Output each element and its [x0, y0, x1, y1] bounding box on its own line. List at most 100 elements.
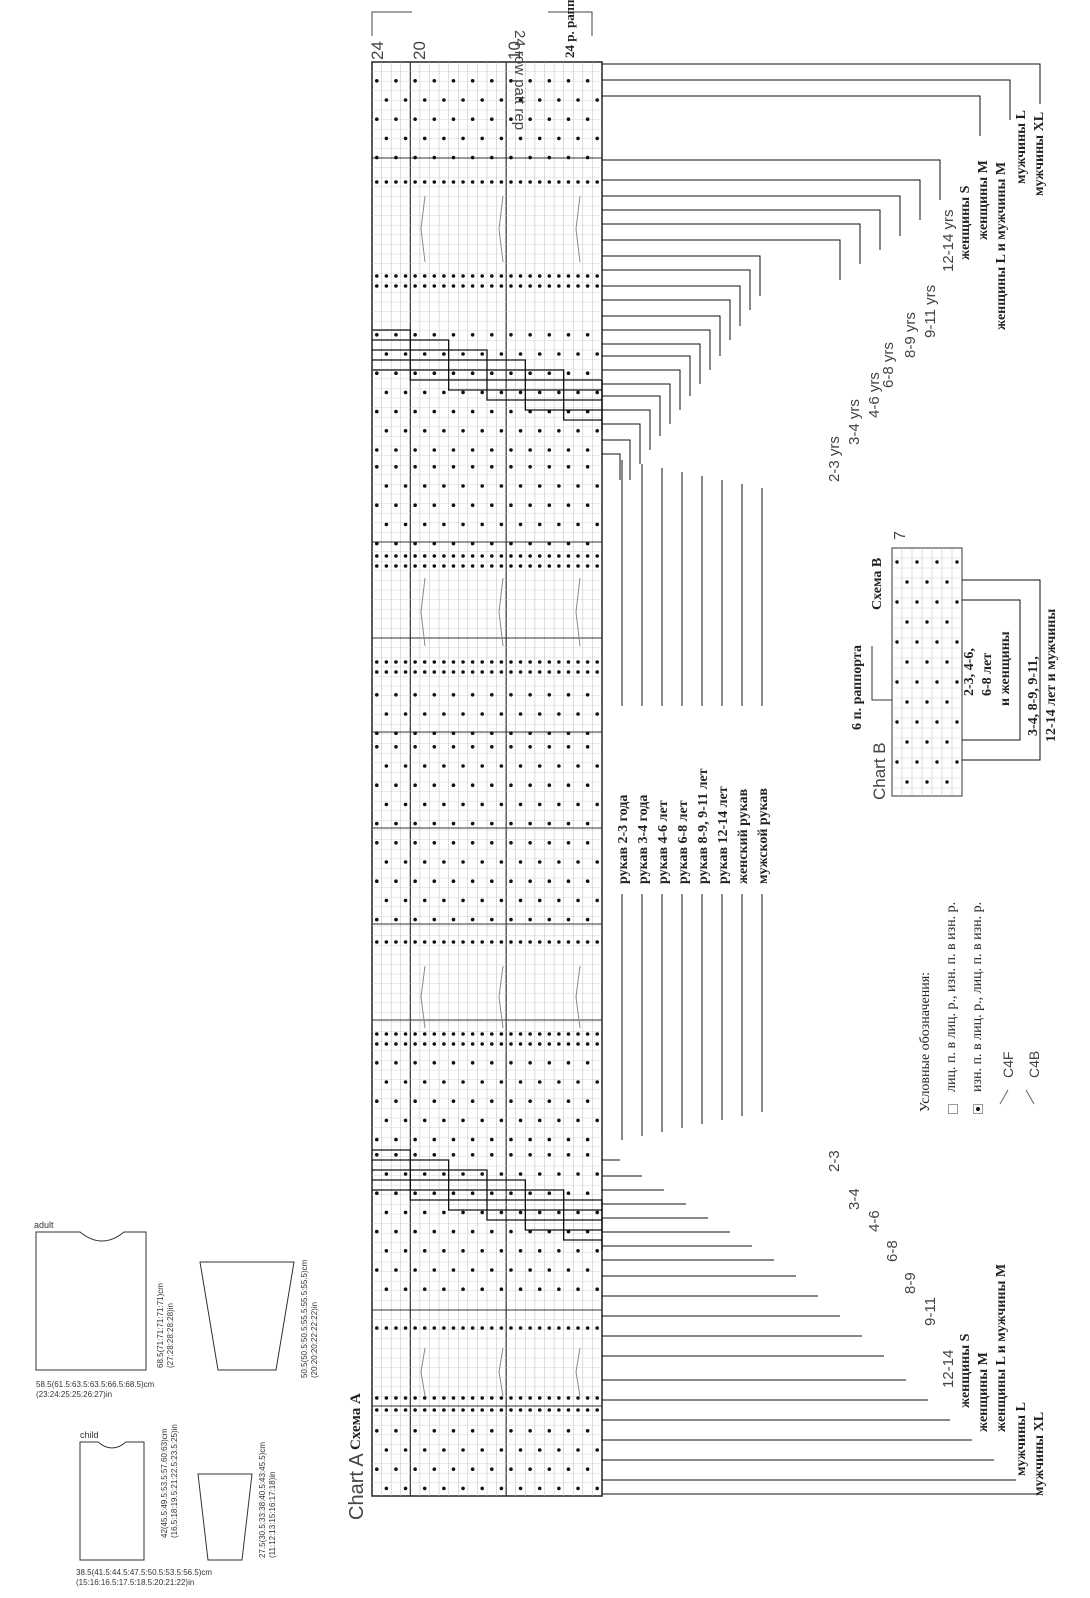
purl-dot	[451, 1467, 456, 1471]
purl-dot	[585, 660, 590, 664]
purl-dot	[374, 1191, 379, 1195]
purl-dot	[509, 541, 513, 546]
purl-dot	[499, 860, 504, 864]
purl-dot	[413, 841, 417, 845]
purl-dot	[403, 670, 408, 674]
purl-dot	[470, 1042, 475, 1046]
purl-dot	[413, 821, 417, 826]
purl-dot	[547, 465, 552, 469]
purl-dot	[547, 274, 552, 278]
purl-dot	[547, 117, 552, 121]
purl-dot	[518, 1032, 523, 1036]
purl-dot	[537, 802, 542, 807]
chart-b-size-group-1: 2-3, 4-6,	[962, 648, 977, 696]
purl-dot	[547, 1042, 552, 1046]
purl-dot	[374, 541, 379, 546]
purl-dot	[470, 1191, 475, 1195]
purl-dot	[518, 940, 523, 944]
purl-dot	[384, 1408, 389, 1412]
purl-dot	[470, 155, 475, 160]
purl-dot	[595, 180, 600, 184]
purl-dot	[480, 136, 485, 141]
purl-dot	[394, 155, 398, 160]
purl-dot	[566, 448, 571, 452]
purl-dot	[585, 333, 590, 337]
purl-dot	[442, 670, 446, 674]
purl-dot	[374, 1042, 379, 1046]
purl-dot	[935, 600, 939, 604]
child-sleeve-schematic	[197, 1473, 253, 1561]
purl-dot	[509, 564, 513, 568]
purl-dot	[480, 274, 485, 278]
purl-dot	[935, 640, 939, 644]
key-item-dot: изн. п. в лиц. р., лиц. п. в изн. р.	[970, 901, 985, 1092]
purl-dot	[499, 284, 504, 288]
purl-dot	[585, 745, 590, 749]
purl-dot	[413, 693, 417, 697]
purl-dot	[413, 1268, 417, 1272]
size-leader-line	[602, 255, 761, 296]
purl-dot	[461, 1118, 465, 1123]
purl-dot	[585, 1229, 590, 1234]
purl-dot	[547, 693, 552, 697]
purl-dot	[566, 731, 571, 735]
key-item-blank: лиц. п. в лиц. р., изн. п. в изн. р.	[944, 901, 959, 1092]
cable-mark	[420, 577, 426, 647]
purl-dot	[451, 821, 456, 826]
purl-dot	[576, 802, 580, 807]
purl-dot	[480, 429, 485, 433]
purl-dot	[470, 333, 475, 337]
purl-dot	[528, 731, 532, 735]
rep-bracket	[371, 11, 412, 36]
purl-dot	[470, 274, 475, 278]
purl-dot	[451, 1408, 456, 1412]
sleeve-legend-item: мужской рукав	[756, 788, 771, 884]
purl-dot	[384, 1042, 389, 1046]
purl-dot	[557, 429, 561, 433]
purl-dot	[499, 1486, 504, 1491]
purl-dot	[470, 1153, 475, 1157]
purl-dot	[403, 554, 408, 558]
purl-dot	[394, 79, 398, 83]
purl-dot	[384, 98, 389, 102]
purl-dot	[509, 1061, 513, 1065]
purl-dot	[470, 448, 475, 452]
purl-dot	[480, 940, 485, 944]
purl-dot	[480, 1042, 485, 1046]
purl-dot	[576, 1408, 580, 1412]
purl-dot	[518, 274, 523, 278]
purl-dot	[557, 1287, 561, 1291]
adult-sleeve-top-in: (20:20:20:22:22:22)in	[310, 1301, 319, 1378]
purl-dot	[595, 860, 600, 864]
purl-dot	[576, 1080, 580, 1084]
purl-dot	[394, 731, 398, 735]
purl-dot	[509, 1326, 513, 1330]
purl-dot	[442, 660, 446, 664]
purl-dot	[432, 660, 437, 664]
purl-dot	[499, 1396, 504, 1400]
purl-dot	[403, 429, 408, 433]
purl-dot	[451, 117, 456, 121]
purl-dot	[461, 1080, 465, 1084]
purl-dot	[499, 1118, 504, 1123]
purl-dot	[585, 274, 590, 278]
purl-dot	[461, 1249, 465, 1253]
size-leader-line	[602, 299, 731, 340]
purl-dot	[557, 1032, 561, 1036]
purl-dot	[432, 274, 437, 278]
purl-dot	[518, 660, 523, 664]
purl-dot	[413, 554, 417, 558]
purl-dot	[461, 660, 465, 664]
purl-dot	[945, 780, 949, 784]
chart-b-rep-bracket	[871, 646, 892, 701]
purl-dot	[461, 390, 465, 395]
purl-dot	[528, 1268, 532, 1272]
cable-mark	[420, 195, 426, 263]
purl-dot	[413, 745, 417, 749]
purl-dot	[518, 522, 523, 527]
purl-dot	[595, 670, 600, 674]
purl-dot	[394, 564, 398, 568]
purl-dot	[442, 1080, 446, 1084]
purl-dot	[547, 541, 552, 546]
chart-b-title-ru: Схема В	[870, 557, 885, 610]
